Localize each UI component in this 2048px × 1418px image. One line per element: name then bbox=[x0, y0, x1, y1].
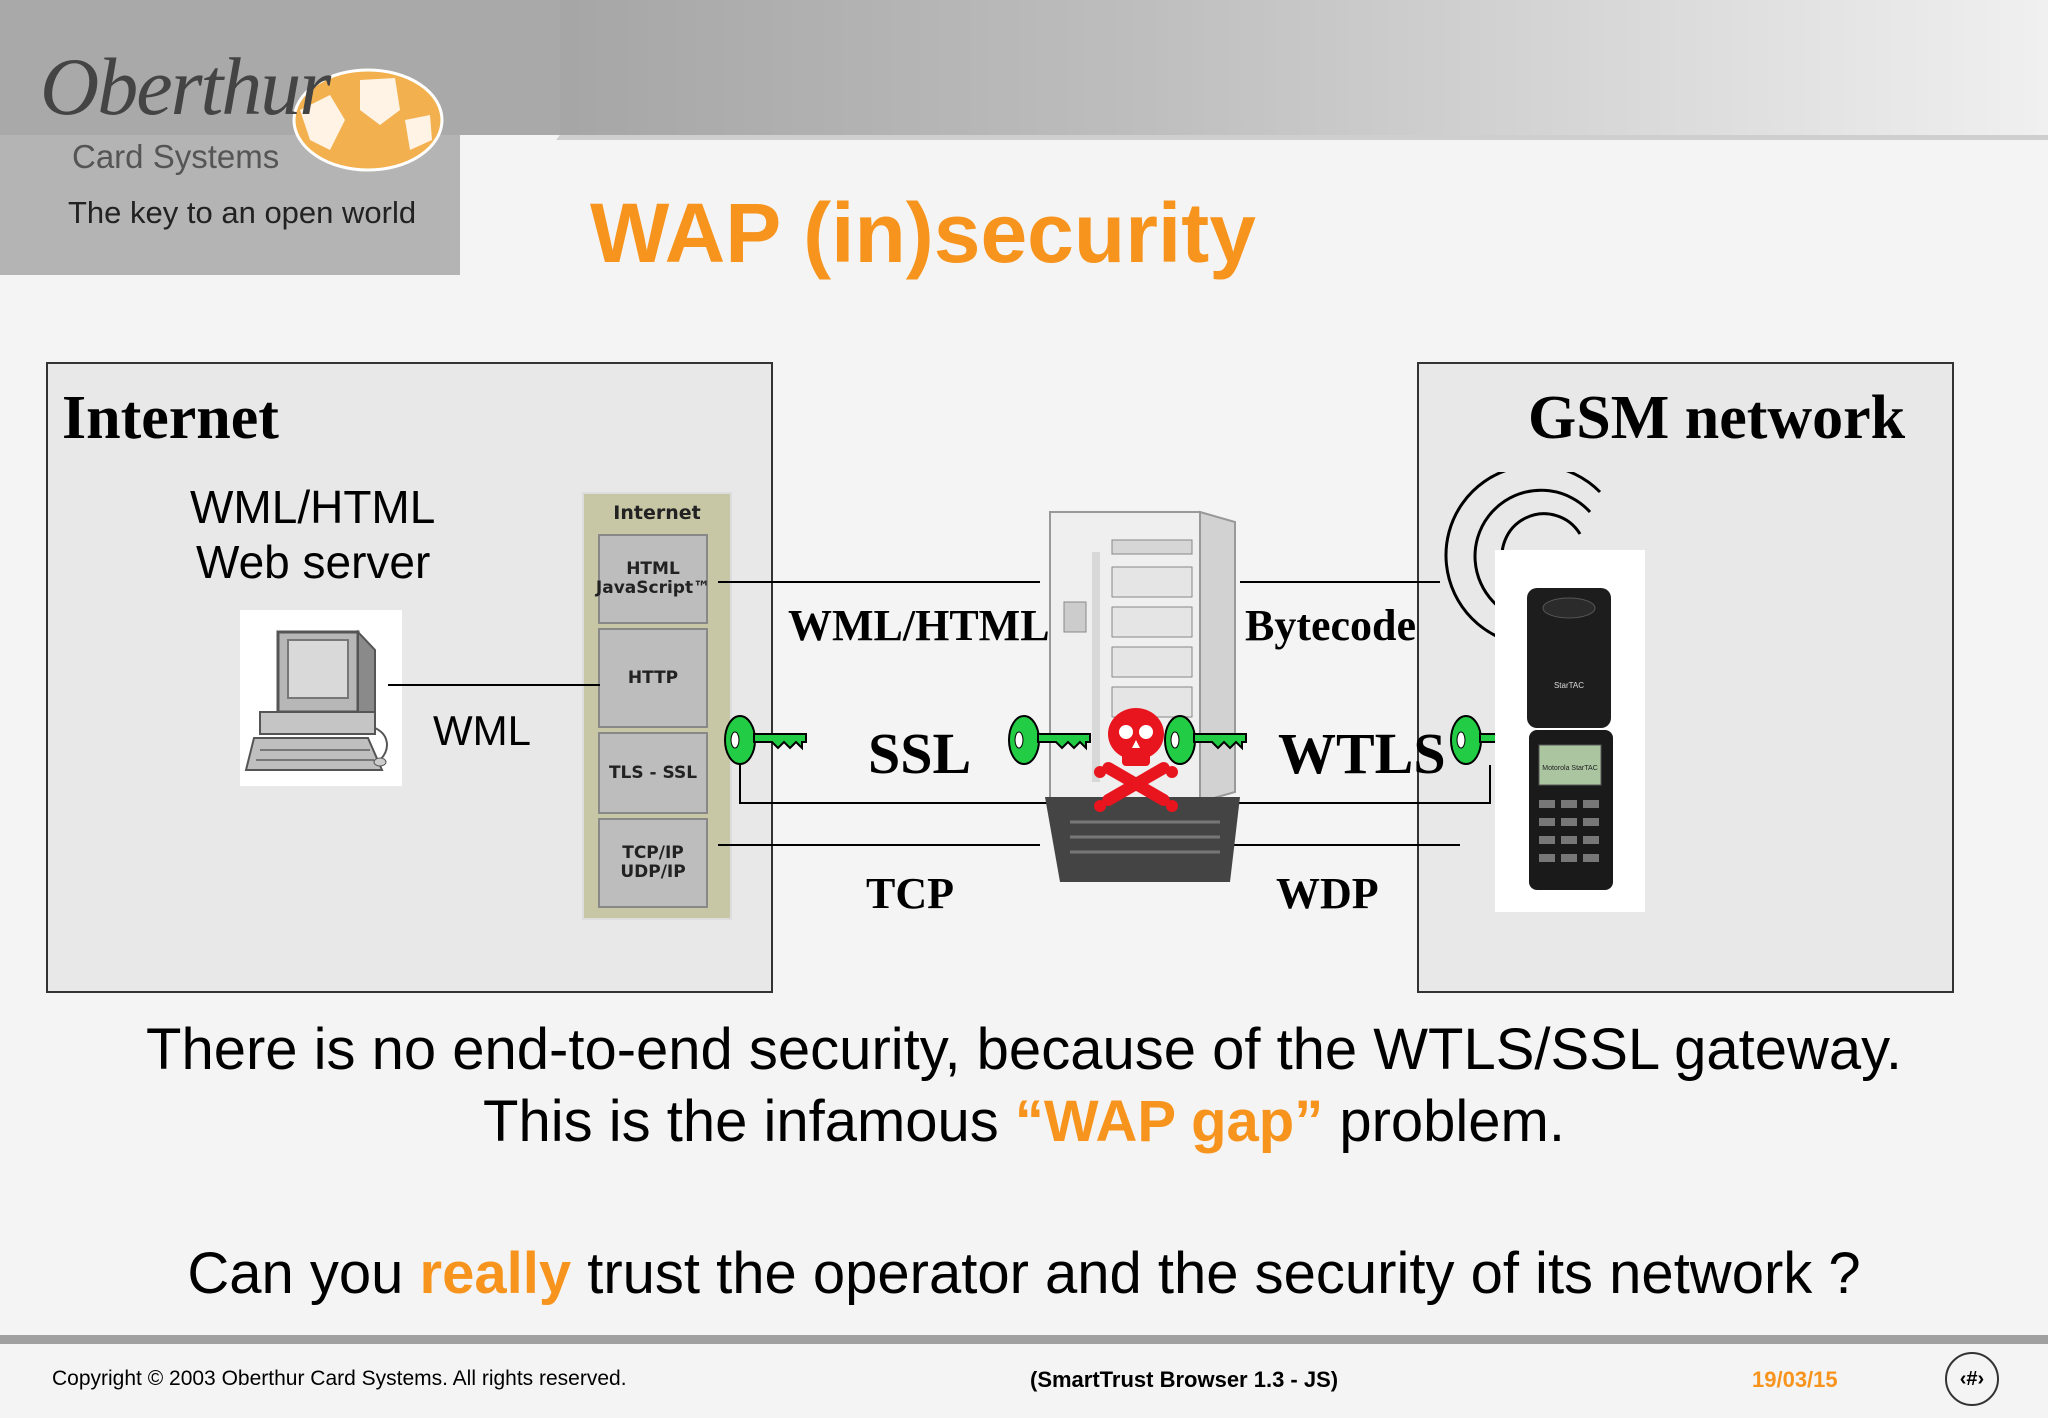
server-label-line2: Web server bbox=[196, 536, 431, 588]
stack-layer-http: HTTP bbox=[598, 628, 708, 728]
key-icon-ssl-left bbox=[724, 715, 807, 765]
computer-icon bbox=[240, 610, 402, 786]
gsm-heading: GSM network bbox=[1528, 384, 1906, 452]
brand-subtitle: Card Systems bbox=[72, 138, 280, 175]
wap-gap-highlight: “WAP gap” bbox=[1014, 1089, 1324, 1154]
body-line-3-post: trust the operator and the security of i… bbox=[571, 1241, 1861, 1306]
label-wtls: WTLS bbox=[1278, 721, 1446, 786]
body-line-2: This is the infamous “WAP gap” problem. bbox=[0, 1088, 2048, 1155]
body-line-1: There is no end-to-end security, because… bbox=[146, 1017, 1902, 1082]
footer-copyright: Copyright © 2003 Oberthur Card Systems. … bbox=[52, 1367, 627, 1390]
skull-crossbones-icon bbox=[1094, 708, 1178, 812]
page-number-badge: ‹#› bbox=[1945, 1352, 1999, 1406]
really-highlight: really bbox=[419, 1241, 572, 1306]
label-tcp: TCP bbox=[866, 869, 954, 918]
stack-layer-tls: TLS - SSL bbox=[598, 732, 708, 814]
wml-link-label: WML bbox=[433, 707, 531, 754]
label-wdp: WDP bbox=[1276, 869, 1379, 918]
body-line-2-pre: This is the infamous bbox=[483, 1089, 1015, 1154]
internet-heading: Internet bbox=[62, 384, 279, 452]
label-left-top: WML/HTML bbox=[788, 601, 1050, 650]
body-line-3-pre: Can you bbox=[187, 1241, 420, 1306]
key-icon-wtls-left bbox=[1164, 715, 1247, 765]
phone-brand-label: StarTAC bbox=[1554, 681, 1584, 690]
body-line-2-post: problem. bbox=[1323, 1089, 1565, 1154]
brand-logo-text: Oberthur bbox=[40, 41, 331, 132]
stack-layer-label: HTTP bbox=[627, 667, 679, 688]
mobile-phone-icon: StarTAC Motorola StarTAC bbox=[1495, 550, 1645, 912]
footer-divider bbox=[0, 1335, 2048, 1344]
slide-title: WAP (in)security bbox=[590, 186, 1256, 280]
footer-center-label: (SmartTrust Browser 1.3 - JS) bbox=[1030, 1367, 1339, 1392]
footer-date: 19/03/15 bbox=[1752, 1367, 1838, 1392]
body-line-3: Can you really trust the operator and th… bbox=[0, 1240, 2048, 1307]
phone-screen-label: Motorola StarTAC bbox=[1542, 765, 1598, 772]
key-icon-ssl-right bbox=[1008, 715, 1091, 765]
label-ssl: SSL bbox=[868, 721, 972, 786]
page-number: ‹#› bbox=[1959, 1367, 1985, 1390]
gateway-server-icon bbox=[1045, 494, 1240, 882]
server-label-line1: WML/HTML bbox=[190, 481, 436, 533]
protocol-stack-header: Internet bbox=[613, 502, 701, 524]
label-right-top: Bytecode bbox=[1245, 601, 1417, 650]
header-band bbox=[0, 0, 2048, 280]
stack-layer-label: TLS - SSL bbox=[608, 762, 698, 783]
tagline: The key to an open world bbox=[68, 195, 417, 230]
globe-logo-icon bbox=[292, 68, 444, 172]
